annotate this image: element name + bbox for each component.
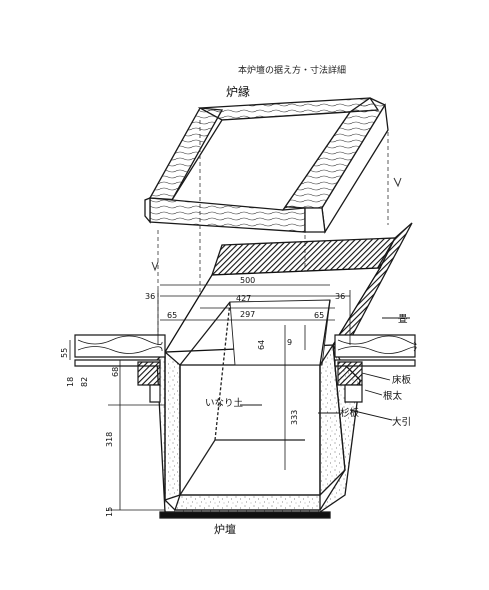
dimension-labels: 500 427 297 36 36 65 65 64 9 333 55 18 8… — [60, 276, 345, 517]
dim-68: 68 — [111, 367, 120, 377]
dim-427: 427 — [236, 294, 251, 303]
dim-82: 82 — [80, 377, 89, 387]
label-ohbiki: 大引 — [392, 416, 411, 428]
dim-36-left: 36 — [145, 292, 155, 301]
dim-36-right: 36 — [335, 292, 345, 301]
label-neda: 根太 — [383, 390, 403, 402]
dim-64: 64 — [257, 340, 266, 350]
component-labels: 炉縁 炉壇 畳 床板 根太 大引 杉板 いなり土 — [205, 84, 412, 536]
dim-65-left: 65 — [167, 311, 177, 320]
label-sugiita: 杉板 — [340, 407, 360, 419]
rodan-box — [156, 222, 413, 519]
dim-297: 297 — [240, 310, 255, 319]
floor-right — [334, 334, 417, 403]
dim-9: 9 — [287, 338, 292, 347]
dim-333: 333 — [290, 410, 299, 425]
label-robuchi: 炉縁 — [226, 84, 250, 99]
drop-arrows — [151, 177, 402, 272]
leader-lines — [240, 317, 410, 421]
robuchi-frame — [144, 97, 389, 234]
dim-65-right: 65 — [314, 311, 324, 320]
label-rodan: 炉壇 — [214, 522, 236, 536]
dimension-lines — [69, 284, 351, 511]
dim-500: 500 — [240, 276, 255, 285]
dim-55: 55 — [60, 348, 69, 358]
label-inarizuchi: いなり土 — [205, 397, 244, 409]
label-yukaita: 床板 — [392, 374, 412, 386]
page-title: 本炉壇の据え方・寸法詳細 — [238, 66, 347, 76]
dim-15: 15 — [105, 507, 114, 517]
floor-left — [74, 334, 166, 403]
dim-18: 18 — [66, 377, 75, 387]
label-tatami: 畳 — [398, 314, 408, 325]
dim-318: 318 — [105, 432, 114, 447]
